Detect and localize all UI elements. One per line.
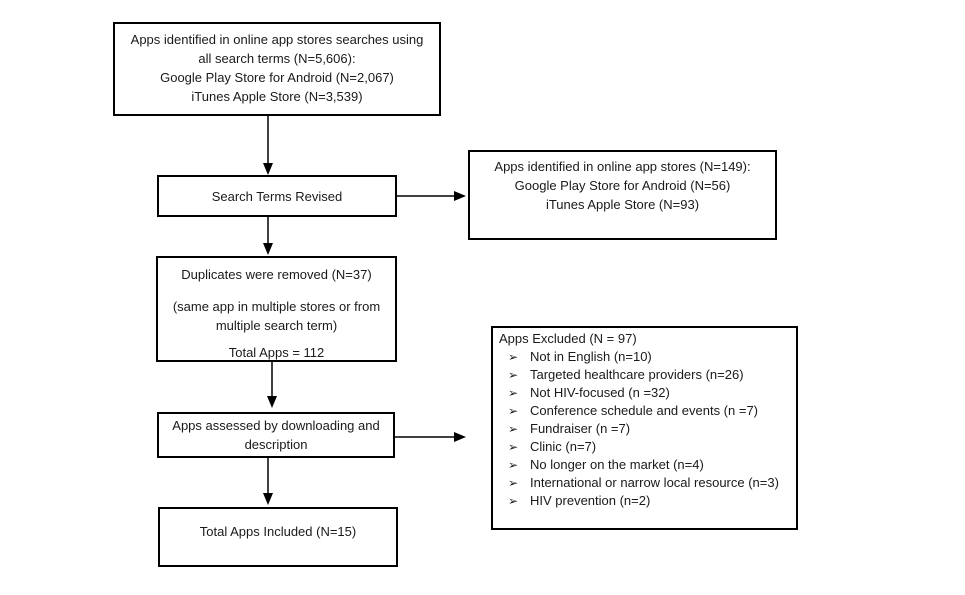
box-text-line: Total Apps Included (N=15) <box>199 524 357 539</box>
arrow-search-to-revised-stores <box>397 191 466 201</box>
list-item: ➢ Not in English (n=10) <box>497 348 792 366</box>
box-text-line: all search terms (N=5,606): <box>198 51 356 66</box>
list-item: ➢ Not HIV-focused (n =32) <box>497 384 792 402</box>
box-text-line: (same app in multiple stores or from mul… <box>172 299 381 333</box>
box-apps-identified-initial: Apps identified in online app stores sea… <box>113 22 441 116</box>
list-item: ➢ Conference schedule and events (n =7) <box>497 402 792 420</box>
list-item: ➢ No longer on the market (n=4) <box>497 456 792 474</box>
arrow-duplicates-to-assessed <box>267 362 277 408</box>
arrow-bullet-icon: ➢ <box>508 386 519 400</box>
box-search-terms-revised: Search Terms Revised <box>157 175 397 217</box>
box-apps-assessed: Apps assessed by downloading and descrip… <box>157 412 395 458</box>
list-item-label: HIV prevention (n=2) <box>530 493 651 508</box>
arrow-initial-to-search <box>263 116 273 175</box>
box-text-line: iTunes Apple Store (N=3,539) <box>191 89 363 104</box>
list-item: ➢ HIV prevention (n=2) <box>497 492 792 510</box>
arrow-assessed-to-included <box>263 458 273 505</box>
box-text-line: Apps identified in online app stores sea… <box>130 32 424 47</box>
box-apps-identified-revised: Apps identified in online app stores (N=… <box>468 150 777 240</box>
arrow-bullet-icon: ➢ <box>508 422 519 436</box>
list-item: ➢ Targeted healthcare providers (n=26) <box>497 366 792 384</box>
arrow-assessed-to-excluded <box>395 432 466 442</box>
box-duplicates-removed: Duplicates were removed (N=37) (same app… <box>156 256 397 362</box>
excluded-title: Apps Excluded (N = 97) <box>499 331 637 346</box>
list-item: ➢ Fundraiser (n =7) <box>497 420 792 438</box>
box-text-line: Apps assessed by downloading and descrip… <box>172 418 380 452</box>
list-item: ➢ Clinic (n=7) <box>497 438 792 456</box>
arrow-bullet-icon: ➢ <box>508 458 519 472</box>
list-item-label: Clinic (n=7) <box>530 439 597 454</box>
box-text-line: Duplicates were removed (N=37) <box>181 267 372 282</box>
arrow-bullet-icon: ➢ <box>508 494 519 508</box>
arrow-bullet-icon: ➢ <box>508 404 519 418</box>
box-text-line: Total Apps = 112 <box>228 345 325 360</box>
arrow-bullet-icon: ➢ <box>508 476 519 490</box>
arrow-search-to-duplicates <box>263 217 273 255</box>
list-item-label: Not in English (n=10) <box>530 349 652 364</box>
box-text-line: Google Play Store for Android (N=2,067) <box>160 70 394 85</box>
box-total-included: Total Apps Included (N=15) <box>158 507 398 567</box>
arrow-bullet-icon: ➢ <box>508 368 519 382</box>
arrow-bullet-icon: ➢ <box>508 350 519 364</box>
box-text-line: iTunes Apple Store (N=93) <box>545 197 700 212</box>
excluded-list: ➢ Not in English (n=10) ➢ Targeted healt… <box>497 348 792 510</box>
box-apps-excluded: Apps Excluded (N = 97) ➢ Not in English … <box>491 326 798 530</box>
list-item-label: Fundraiser (n =7) <box>530 421 631 436</box>
box-text-line: Apps identified in online app stores (N=… <box>494 159 751 174</box>
arrow-bullet-icon: ➢ <box>508 440 519 454</box>
list-item-label: No longer on the market (n=4) <box>530 457 704 472</box>
box-text-line: Search Terms Revised <box>211 188 343 204</box>
list-item-label: Not HIV-focused (n =32) <box>530 385 670 400</box>
list-item-label: Conference schedule and events (n =7) <box>530 403 759 418</box>
box-text-line: Google Play Store for Android (N=56) <box>514 178 731 193</box>
list-item-label: International or narrow local resource (… <box>530 475 779 490</box>
list-item: ➢ International or narrow local resource… <box>497 474 792 492</box>
list-item-label: Targeted healthcare providers (n=26) <box>530 367 744 382</box>
